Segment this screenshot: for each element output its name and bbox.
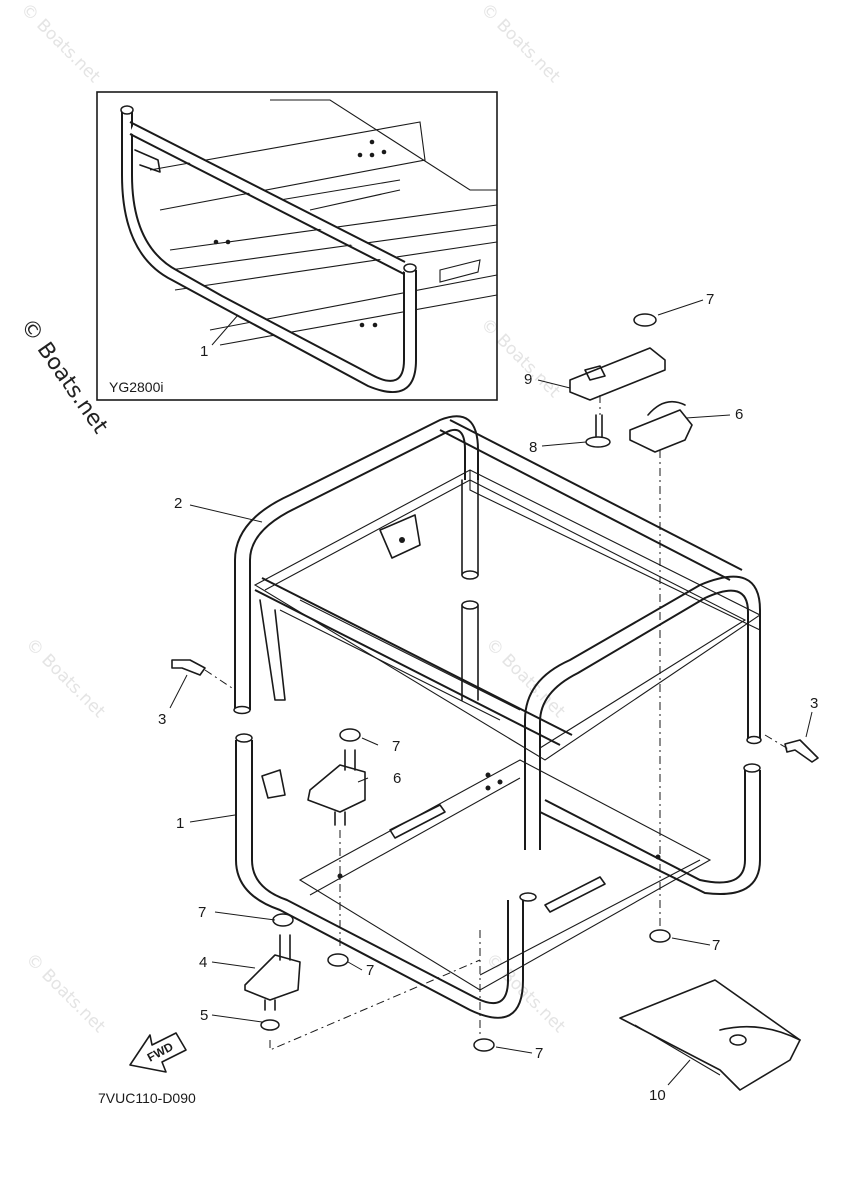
- callout-1: 1: [176, 815, 184, 832]
- frame-upper: [233, 415, 762, 850]
- callout-7-right: 7: [712, 937, 720, 954]
- callout-7-left: 7: [198, 904, 206, 921]
- inset-frame: [96, 91, 498, 401]
- watermark-side: © Boats.net: [15, 314, 113, 439]
- callouts: 1 2 3 3 1 4 5 6 6 7 7 7 7 7 7 8 9 10: [158, 291, 818, 1104]
- watermark-3: © Boats.net: [476, 314, 564, 402]
- callout-8: 8: [529, 439, 537, 456]
- callout-4: 4: [199, 954, 207, 971]
- inset-model-label: YG2800i: [109, 379, 163, 395]
- callout-9: 9: [524, 371, 532, 388]
- leader-lines: [169, 299, 813, 1086]
- callout-5: 5: [200, 1007, 208, 1024]
- watermark-4: © Boats.net: [21, 634, 109, 722]
- fwd-arrow: FWD: [129, 1032, 187, 1073]
- center-lines: [204, 395, 791, 1051]
- diagram-code: 7VUC110-D090: [98, 1090, 196, 1106]
- callout-10: 10: [649, 1087, 666, 1104]
- callout-inset-1: 1: [200, 343, 208, 360]
- callout-7-bottom: 7: [535, 1045, 543, 1062]
- watermark-2: © Boats.net: [476, 0, 564, 87]
- callout-7-top: 7: [706, 291, 714, 308]
- callout-2: 2: [174, 495, 182, 512]
- watermark-7: © Boats.net: [481, 949, 569, 1037]
- callout-7-center: 7: [366, 962, 374, 979]
- hardware: [171, 313, 819, 1091]
- callout-6-top: 6: [735, 406, 743, 423]
- watermarks: © Boats.net © Boats.net © Boats.net © Bo…: [15, 0, 569, 1037]
- fwd-label: FWD: [145, 1039, 176, 1064]
- watermark-6: © Boats.net: [21, 949, 109, 1037]
- callout-3-left: 3: [158, 711, 166, 728]
- watermark-1: © Boats.net: [16, 0, 104, 87]
- frame-lower: [235, 733, 761, 1019]
- callout-3-right: 3: [810, 695, 818, 712]
- callout-6-mid: 6: [393, 770, 401, 787]
- callout-7-mid: 7: [392, 738, 400, 755]
